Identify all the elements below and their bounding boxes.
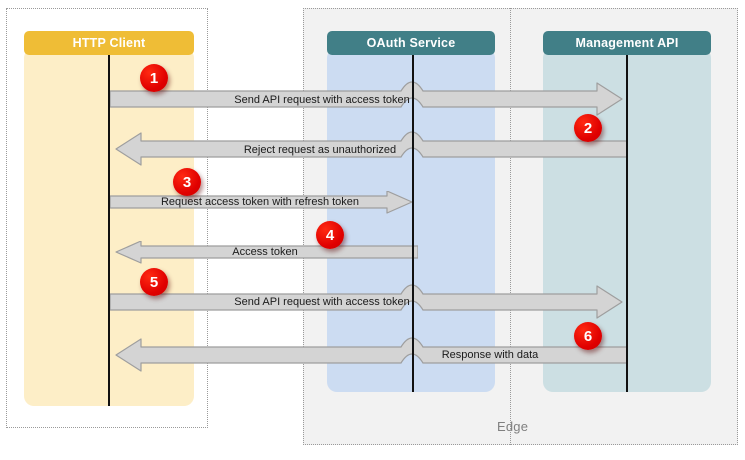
message-arrow-4[interactable] [110, 241, 418, 265]
client-lane-divider [207, 8, 208, 428]
lane-header-oauth-service[interactable]: OAuth Service [327, 31, 495, 55]
step-badge-4[interactable]: 4 [316, 221, 344, 249]
lifeline-http-client [108, 55, 110, 406]
message-arrow-2[interactable] [110, 128, 628, 168]
message-label-3: Request access token with refresh token [160, 196, 360, 208]
lifeline-management-api [626, 55, 628, 392]
lane-label-http-client: HTTP Client [72, 36, 146, 50]
step-badge-6[interactable]: 6 [574, 322, 602, 350]
message-arrow-3[interactable] [110, 191, 420, 215]
step-badge-2[interactable]: 2 [574, 114, 602, 142]
lane-label-oauth-service: OAuth Service [366, 36, 456, 50]
message-arrow-6[interactable] [110, 334, 628, 374]
step-badge-5[interactable]: 5 [140, 268, 168, 296]
message-label-4: Access token [232, 246, 298, 258]
lane-label-management-api: Management API [575, 36, 679, 50]
api-lane-divider [510, 8, 511, 445]
message-label-2: Reject request as unauthorized [243, 144, 397, 156]
message-arrow-1[interactable] [110, 78, 632, 118]
message-arrow-5[interactable] [110, 281, 632, 321]
step-badge-3[interactable]: 3 [173, 168, 201, 196]
oauth-lane-divider [303, 8, 304, 445]
message-label-1: Send API request with access token [234, 94, 410, 106]
lifeline-oauth-service [412, 55, 414, 392]
lane-header-http-client[interactable]: HTTP Client [24, 31, 194, 55]
message-label-6: Response with data [441, 349, 539, 361]
edge-region-label: Edge [497, 419, 529, 434]
message-label-5: Send API request with access token [234, 296, 410, 308]
step-badge-1[interactable]: 1 [140, 64, 168, 92]
lane-header-management-api[interactable]: Management API [543, 31, 711, 55]
